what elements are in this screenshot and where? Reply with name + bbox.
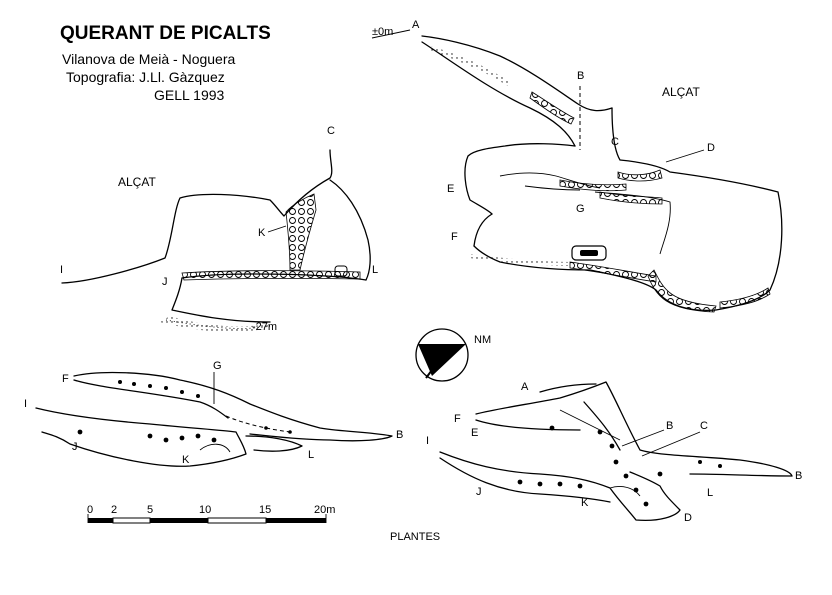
station-label: K (182, 454, 190, 466)
station-label: K (581, 497, 589, 509)
station-label: J (162, 276, 168, 288)
station-label: F (62, 373, 69, 385)
station-label: C (700, 420, 708, 432)
north-arrow (415, 328, 469, 382)
right-plan (439, 381, 793, 522)
right-elevation-view-label: ALÇAT (662, 85, 700, 99)
right-plan-boulders (517, 425, 722, 507)
station-label: G (576, 203, 585, 215)
station-label: L (707, 487, 714, 499)
station-label: A (412, 19, 420, 31)
scale-bar (87, 514, 327, 524)
station-label: F (451, 231, 458, 243)
station-label: K (258, 227, 266, 239)
station-label: L (372, 264, 379, 276)
scale-tick-label: 5 (147, 504, 154, 516)
scale-tick-label: 20m (314, 504, 336, 516)
station-label: L (308, 449, 315, 461)
plans-label: PLANTES (390, 531, 441, 543)
station-label: B (396, 429, 404, 441)
station-label: F (454, 413, 461, 425)
datum-label: ±0m (372, 26, 394, 38)
left-plan-boulders (77, 380, 292, 443)
left-plan (35, 371, 393, 467)
station-label: C (611, 136, 619, 148)
north-arrow-label: NM (474, 334, 492, 346)
station-label: D (684, 512, 692, 524)
station-label: B (666, 420, 674, 432)
scale-tick-label: 2 (111, 504, 118, 516)
station-label: I (426, 435, 430, 447)
survey-location: Vilanova de Meià - Noguera (62, 51, 236, 67)
station-label: B (577, 70, 585, 82)
station-label: C (327, 125, 335, 137)
station-label: D (707, 142, 715, 154)
station-label: E (471, 427, 479, 439)
scale-tick-label: 0 (87, 504, 94, 516)
station-label: J (476, 486, 482, 498)
left-elevation-profile (61, 149, 371, 332)
station-label: I (24, 398, 28, 410)
station-label: A (521, 381, 529, 393)
right-elevation-profile (371, 29, 783, 313)
survey-club-year: GELL 1993 (154, 87, 225, 103)
station-label: B (795, 470, 803, 482)
scale-tick-label: 15 (259, 504, 272, 516)
station-label: E (447, 183, 455, 195)
left-elevation-view-label: ALÇAT (118, 175, 156, 189)
scale-tick-label: 10 (199, 504, 212, 516)
survey-title: QUERANT DE PICALTS (60, 23, 271, 44)
depth-label: -27m (252, 321, 278, 333)
survey-author: Topografia: J.Ll. Gàzquez (66, 69, 225, 85)
station-label: J (72, 441, 78, 453)
station-label: I (60, 264, 64, 276)
station-label: G (213, 360, 222, 372)
